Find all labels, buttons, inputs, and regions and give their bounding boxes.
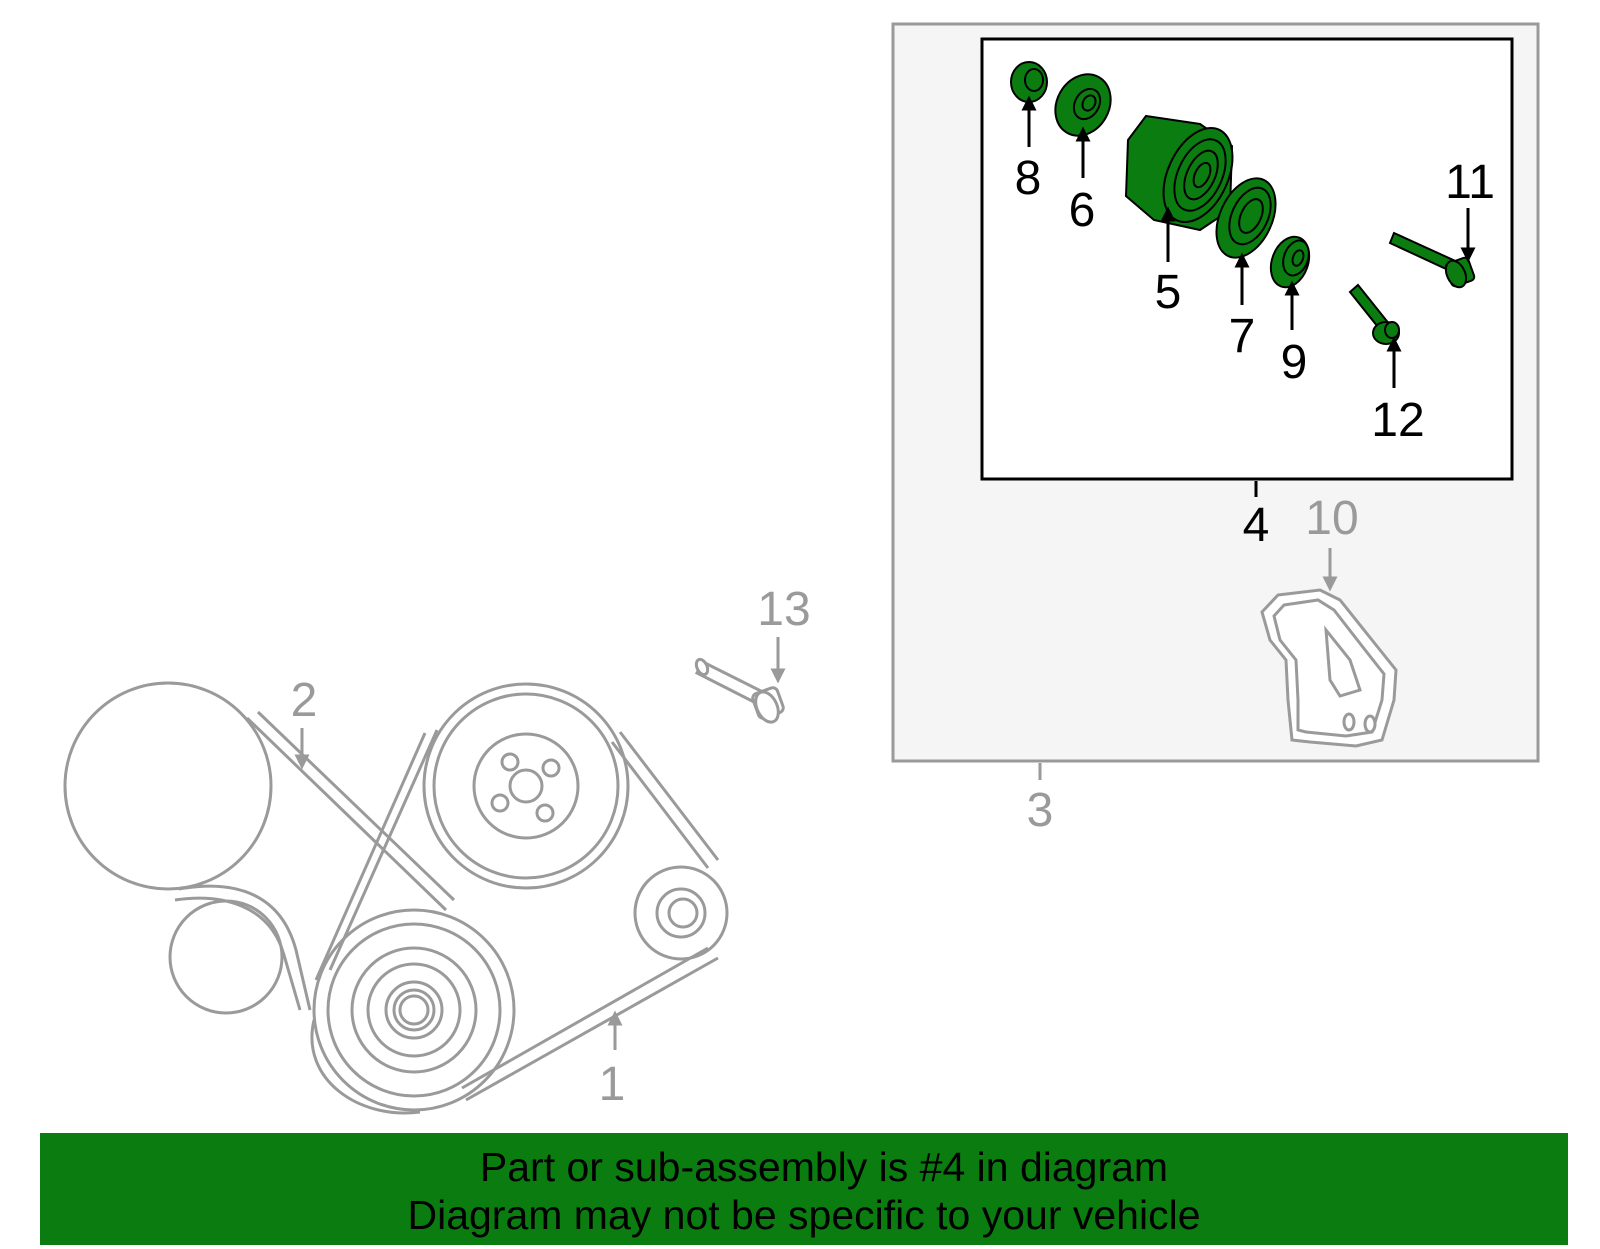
callout-7: 7 — [1229, 310, 1256, 363]
part-7-pulley — [1215, 177, 1277, 259]
banner-line-2: Diagram may not be specific to your vehi… — [407, 1192, 1201, 1238]
crank-pulley — [312, 908, 516, 1112]
callout-4: 4 — [1243, 499, 1270, 552]
callout-8: 8 — [1015, 152, 1042, 205]
callout-11: 11 — [1445, 156, 1495, 209]
callout-3: 3 — [1027, 784, 1054, 837]
belt-drive-1 — [63, 681, 729, 1115]
callout-6: 6 — [1069, 184, 1096, 237]
part-5-idler-pulley — [1124, 114, 1234, 232]
bolt-13 — [694, 657, 785, 724]
callout-12: 12 — [1371, 394, 1424, 447]
bracket-10 — [1260, 588, 1398, 748]
callout-1: 1 — [599, 1058, 626, 1111]
part-8-washer — [1010, 61, 1048, 103]
part-9-spacer — [1269, 235, 1311, 289]
banner-line-1: Part or sub-assembly is #4 in diagram — [479, 1144, 1169, 1190]
leaders-dark — [1021, 95, 1476, 388]
callout-10: 10 — [1305, 492, 1358, 545]
callout-9: 9 — [1281, 336, 1308, 389]
upper-pulley — [422, 682, 630, 890]
part-12-bolt — [1348, 283, 1400, 345]
callout-13: 13 — [757, 583, 810, 636]
callout-2: 2 — [291, 674, 318, 727]
part-11-bolt — [1388, 231, 1476, 289]
callout-5: 5 — [1155, 266, 1182, 319]
info-banner: Part or sub-assembly is #4 in diagram Di… — [40, 1133, 1568, 1245]
leaders-grey — [294, 548, 1338, 1050]
part-6-pulley — [1054, 73, 1112, 137]
left-small-pulley — [168, 899, 284, 1015]
idler-pulley — [633, 865, 729, 961]
left-large-pulley — [63, 681, 273, 891]
